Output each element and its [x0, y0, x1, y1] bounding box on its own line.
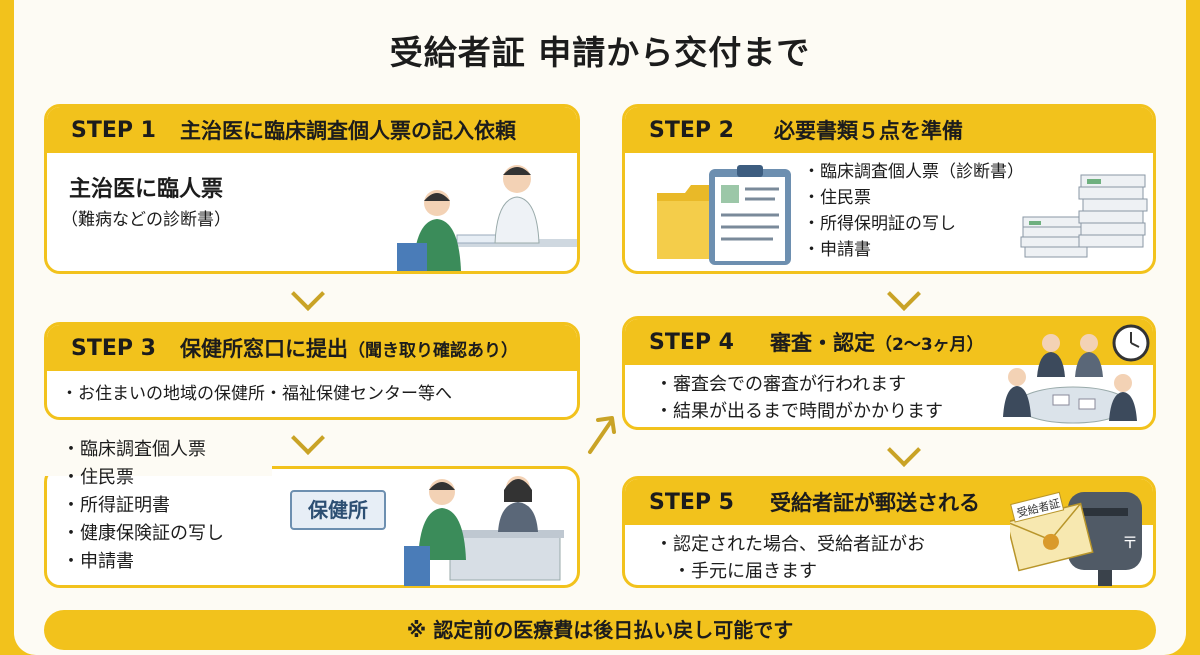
- step1-label: STEP 1: [71, 117, 156, 143]
- mailbox-illustration: 〒 受給者証: [1010, 491, 1142, 586]
- step2-header: STEP 2 必要書類５点を準備: [625, 107, 1153, 153]
- step3-note: お住まいの地域の保健所・福祉保健センター等へ: [61, 381, 452, 407]
- step3-label: STEP 3: [71, 335, 156, 361]
- step2-title: 必要書類５点を準備: [773, 119, 963, 143]
- document-stacks-illustration: [1020, 174, 1148, 258]
- step3-doc-item: 健康保険証の写し: [62, 520, 224, 548]
- page-title: 受給者証 申請から交付まで: [389, 33, 811, 72]
- step5-list: 認定された場合、受給者証がお 手元に届きます: [655, 531, 925, 585]
- step4-item: 結果が出るまで時間がかかります: [655, 398, 943, 425]
- step5-item: 認定された場合、受給者証がお: [655, 531, 925, 558]
- step1-card: STEP 1 主治医に臨床調査個人票の記入依頼 主治医に臨人票 （難病などの診断…: [44, 104, 580, 274]
- clipboard-folder-illustration: [657, 165, 791, 265]
- step5-title: 受給者証が郵送される: [769, 491, 980, 515]
- step2-list: 臨床調査個人票（診断書） 住民票 所得保明証の写し 申請書: [803, 159, 1024, 263]
- postal-mark-icon: 〒: [1122, 533, 1138, 552]
- step4-item: 審査会での審査が行われます: [655, 371, 943, 398]
- step2-item: 住民票: [803, 185, 1024, 211]
- step4-title: 審査・認定（2〜3ヶ月）: [770, 327, 984, 357]
- step4-list: 審査会での審査が行われます 結果が出るまで時間がかかります: [655, 371, 943, 425]
- step4-title-main: 審査・認定: [769, 331, 875, 355]
- step4-label: STEP 4: [649, 329, 734, 355]
- step3-doc-item: 臨床調査個人票: [62, 436, 224, 464]
- step2-item: 申請書: [803, 237, 1024, 263]
- step3-doc-item: 住民票: [62, 464, 224, 492]
- step3-doc-item: 申請書: [62, 548, 224, 576]
- step2-item: 所得保明証の写し: [803, 211, 1024, 237]
- step4-title-note: （2〜3ヶ月）: [874, 335, 984, 355]
- meeting-illustration: [1003, 324, 1150, 424]
- step1-main-text: 主治医に臨人票: [69, 177, 224, 202]
- step3-header: STEP 3 保健所窓口に提出（聞き取り確認あり）: [47, 325, 577, 371]
- step5-item-continued: 手元に届きます: [655, 558, 925, 585]
- step3-title-note: （聞き取り確認あり）: [347, 341, 518, 361]
- step3-note-text: お住まいの地域の保健所・福祉保健センター等へ: [61, 381, 452, 407]
- footer-note: ※ 認定前の医療費は後日払い戻し可能です: [44, 610, 1156, 650]
- step1-sub-text: （難病などの診断書）: [61, 210, 231, 230]
- health-center-sign: 保健所: [290, 490, 386, 530]
- step3-documents-list: 臨床調査個人票 住民票 所得証明書 健康保険証の写し 申請書: [62, 436, 224, 576]
- step3-title-main: 保健所窓口に提出: [179, 337, 348, 361]
- step3-doc-item: 所得証明書: [62, 492, 224, 520]
- step2-card: STEP 2 必要書類５点を準備 臨床調査個人票（診断書） 住民票 所得保明証の…: [622, 104, 1156, 274]
- step1-title: 主治医に臨床調査個人票の記入依頼: [179, 119, 516, 143]
- step2-label: STEP 2: [649, 117, 734, 143]
- step5-header: STEP 5 受給者証が郵送される: [625, 479, 1153, 525]
- step3-title: 保健所窓口に提出（聞き取り確認あり）: [180, 333, 518, 363]
- step4-card: STEP 4 審査・認定（2〜3ヶ月） 審査会での審査が行われます 結果が出るま…: [622, 316, 1156, 430]
- step3-card: STEP 3 保健所窓口に提出（聞き取り確認あり） お住まいの地域の保健所・福祉…: [44, 322, 580, 420]
- step5-label: STEP 5: [649, 489, 734, 515]
- doctor-patient-illustration: [397, 165, 577, 271]
- arrow-3-to-4: [588, 416, 616, 454]
- step4-header: STEP 4 審査・認定（2〜3ヶ月）: [625, 319, 1153, 365]
- step2-item: 臨床調査個人票（診断書）: [803, 159, 1024, 185]
- step1-header: STEP 1 主治医に臨床調査個人票の記入依頼: [47, 107, 577, 153]
- counter-consultation-illustration: [404, 476, 564, 586]
